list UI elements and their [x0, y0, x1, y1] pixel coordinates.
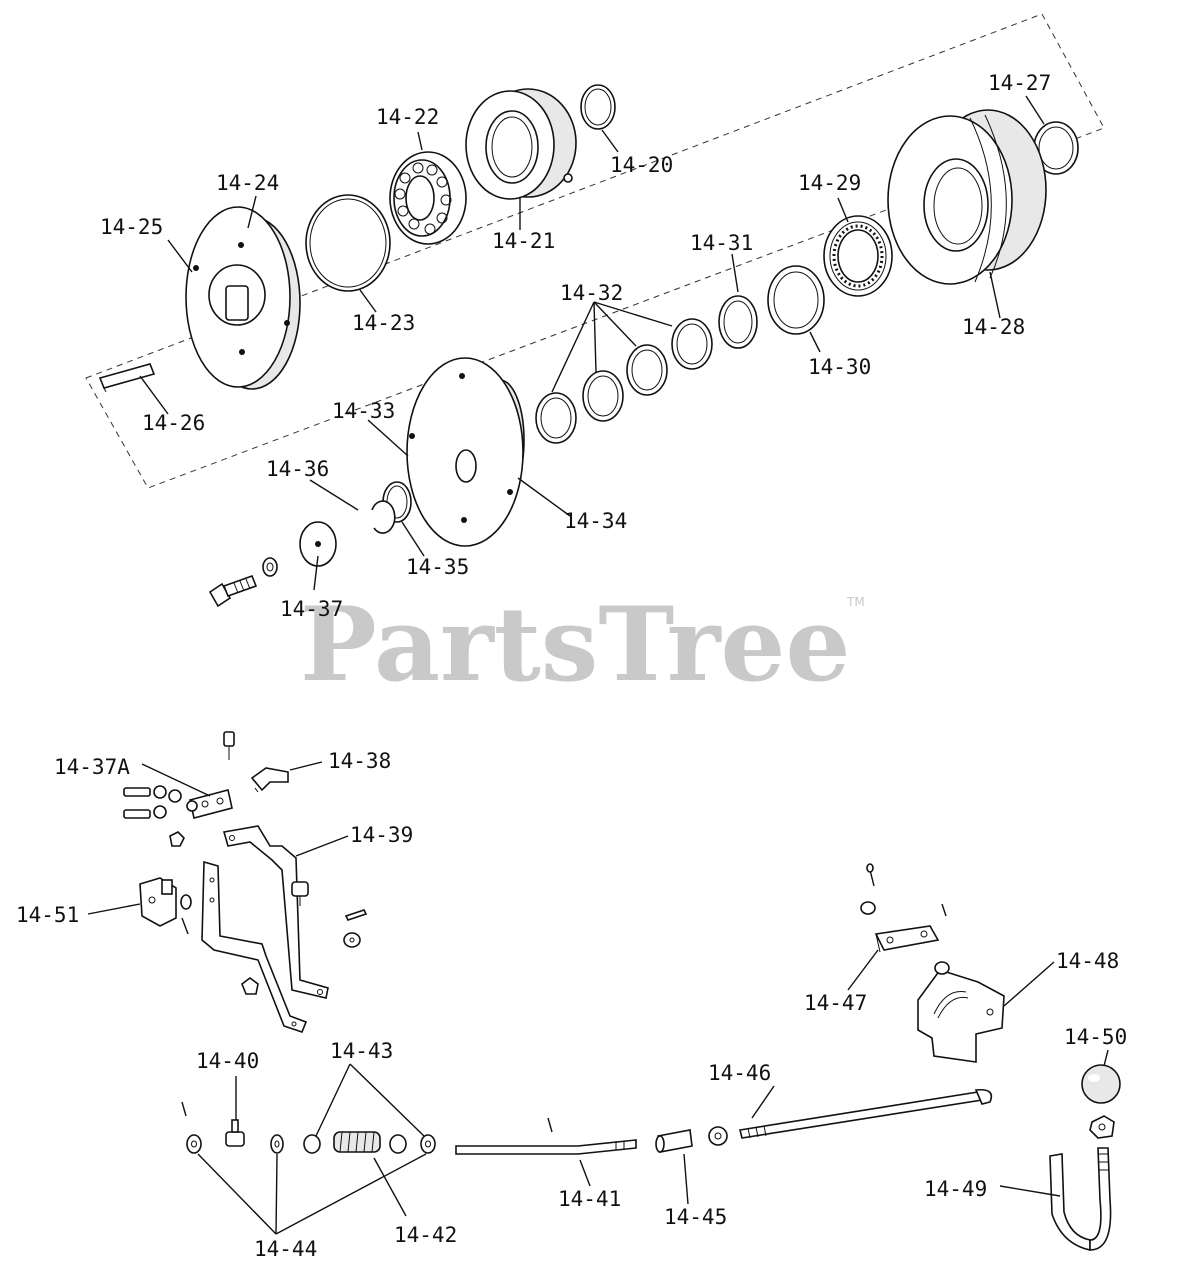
part-link-bracket[interactable] [874, 925, 940, 953]
part-pin-left[interactable] [181, 917, 189, 935]
part-cotter-pin[interactable] [344, 909, 368, 921]
part-shim-4[interactable] [535, 392, 577, 444]
part-jam-nut[interactable] [708, 1126, 728, 1146]
part-bearing-housing[interactable] [465, 88, 577, 200]
part-flange-plate[interactable] [185, 206, 301, 390]
label-14-24: 14-24 [216, 171, 279, 195]
label-14-22: 14-22 [376, 105, 439, 129]
label-14-40: 14-40 [196, 1049, 259, 1073]
part-coupler[interactable] [655, 1129, 693, 1153]
part-washer-left[interactable] [180, 894, 192, 910]
leader-lines [87, 95, 1109, 1235]
label-14-23: 14-23 [352, 311, 415, 335]
label-14-26: 14-26 [142, 411, 205, 435]
part-shift-lever[interactable] [1049, 1147, 1112, 1251]
label-14-36: 14-36 [266, 457, 329, 481]
label-14-45: 14-45 [664, 1205, 727, 1229]
part-lever-arm[interactable] [222, 825, 329, 999]
label-14-27: 14-27 [988, 71, 1051, 95]
part-shim-3[interactable] [582, 370, 624, 422]
label-14-25: 14-25 [100, 215, 163, 239]
label-14-46: 14-46 [708, 1061, 771, 1085]
part-mount-bracket[interactable] [139, 877, 177, 927]
part-shim-1[interactable] [671, 318, 713, 370]
part-bolt-upper[interactable] [123, 785, 182, 803]
part-spring[interactable] [333, 1131, 381, 1153]
part-plug[interactable] [291, 881, 309, 906]
label-14-39: 14-39 [350, 823, 413, 847]
part-hub[interactable] [406, 357, 525, 547]
part-pin-40[interactable] [181, 1101, 187, 1117]
label-14-51: 14-51 [16, 903, 79, 927]
part-pin-47b[interactable] [941, 903, 947, 917]
assembly-boundary [85, 13, 1105, 489]
part-washer-right[interactable] [343, 932, 361, 948]
part-seal[interactable] [767, 265, 825, 335]
watermark-trademark: TM [846, 595, 865, 609]
part-nut-small[interactable] [169, 831, 185, 847]
part-bolt[interactable] [208, 574, 258, 608]
part-roll-pin[interactable] [547, 1117, 553, 1133]
part-pin-47a[interactable] [866, 863, 875, 887]
label-14-33: 14-33 [332, 399, 395, 423]
part-retaining-ring[interactable] [371, 500, 396, 534]
part-collar-left[interactable] [303, 1134, 321, 1154]
label-14-37A: 14-37A [54, 755, 130, 779]
label-14-35: 14-35 [406, 555, 469, 579]
label-14-44: 14-44 [254, 1237, 317, 1261]
label-14-47: 14-47 [804, 991, 867, 1015]
part-pulley[interactable] [887, 109, 1047, 285]
part-ring-14-31[interactable] [718, 295, 758, 349]
label-14-41: 14-41 [558, 1187, 621, 1211]
part-large-snap-ring[interactable] [305, 194, 391, 292]
part-pivot-bracket[interactable] [189, 789, 233, 819]
label-14-50: 14-50 [1064, 1025, 1127, 1049]
label-14-31: 14-31 [690, 231, 753, 255]
label-14-28: 14-28 [962, 315, 1025, 339]
part-guide-bracket[interactable] [917, 961, 1005, 1063]
part-bolt-lower[interactable] [123, 800, 198, 819]
part-grease-fitting[interactable] [225, 1119, 245, 1147]
part-knob-nut[interactable] [1089, 1115, 1115, 1139]
label-14-29: 14-29 [798, 171, 861, 195]
part-ball-bearing[interactable] [389, 151, 467, 245]
label-14-34: 14-34 [564, 509, 627, 533]
part-nut-middle[interactable] [241, 977, 259, 995]
part-collar-right[interactable] [389, 1134, 407, 1154]
part-washer-44b[interactable] [270, 1134, 284, 1154]
part-small-screw-top[interactable] [223, 731, 235, 760]
label-14-37: 14-37 [280, 597, 343, 621]
part-washer-44a[interactable] [186, 1134, 202, 1154]
part-shim-2[interactable] [626, 344, 668, 396]
label-14-21: 14-21 [492, 229, 555, 253]
part-lever-arm-2[interactable] [201, 860, 308, 1033]
label-14-38: 14-38 [328, 749, 391, 773]
label-14-42: 14-42 [394, 1223, 457, 1247]
part-key[interactable] [98, 363, 156, 393]
label-14-49: 14-49 [924, 1177, 987, 1201]
label-14-30: 14-30 [808, 355, 871, 379]
label-14-32: 14-32 [560, 281, 623, 305]
part-knob[interactable] [1081, 1064, 1121, 1104]
part-shift-rod[interactable] [739, 1088, 993, 1139]
part-lock-washer[interactable] [262, 557, 278, 577]
label-14-43: 14-43 [330, 1039, 393, 1063]
part-ring-14-27[interactable] [1033, 121, 1079, 175]
part-needle-bearing[interactable] [823, 215, 893, 297]
part-washer-44c[interactable] [420, 1134, 436, 1154]
watermark-text: PartsTree [300, 585, 850, 705]
label-14-20: 14-20 [610, 153, 673, 177]
part-washer-14-37[interactable] [299, 521, 337, 567]
part-fitting[interactable] [250, 767, 289, 793]
label-14-48: 14-48 [1056, 949, 1119, 973]
part-nut-47[interactable] [860, 901, 876, 915]
part-shift-shaft[interactable] [455, 1139, 637, 1155]
part-small-ring[interactable] [580, 84, 616, 130]
